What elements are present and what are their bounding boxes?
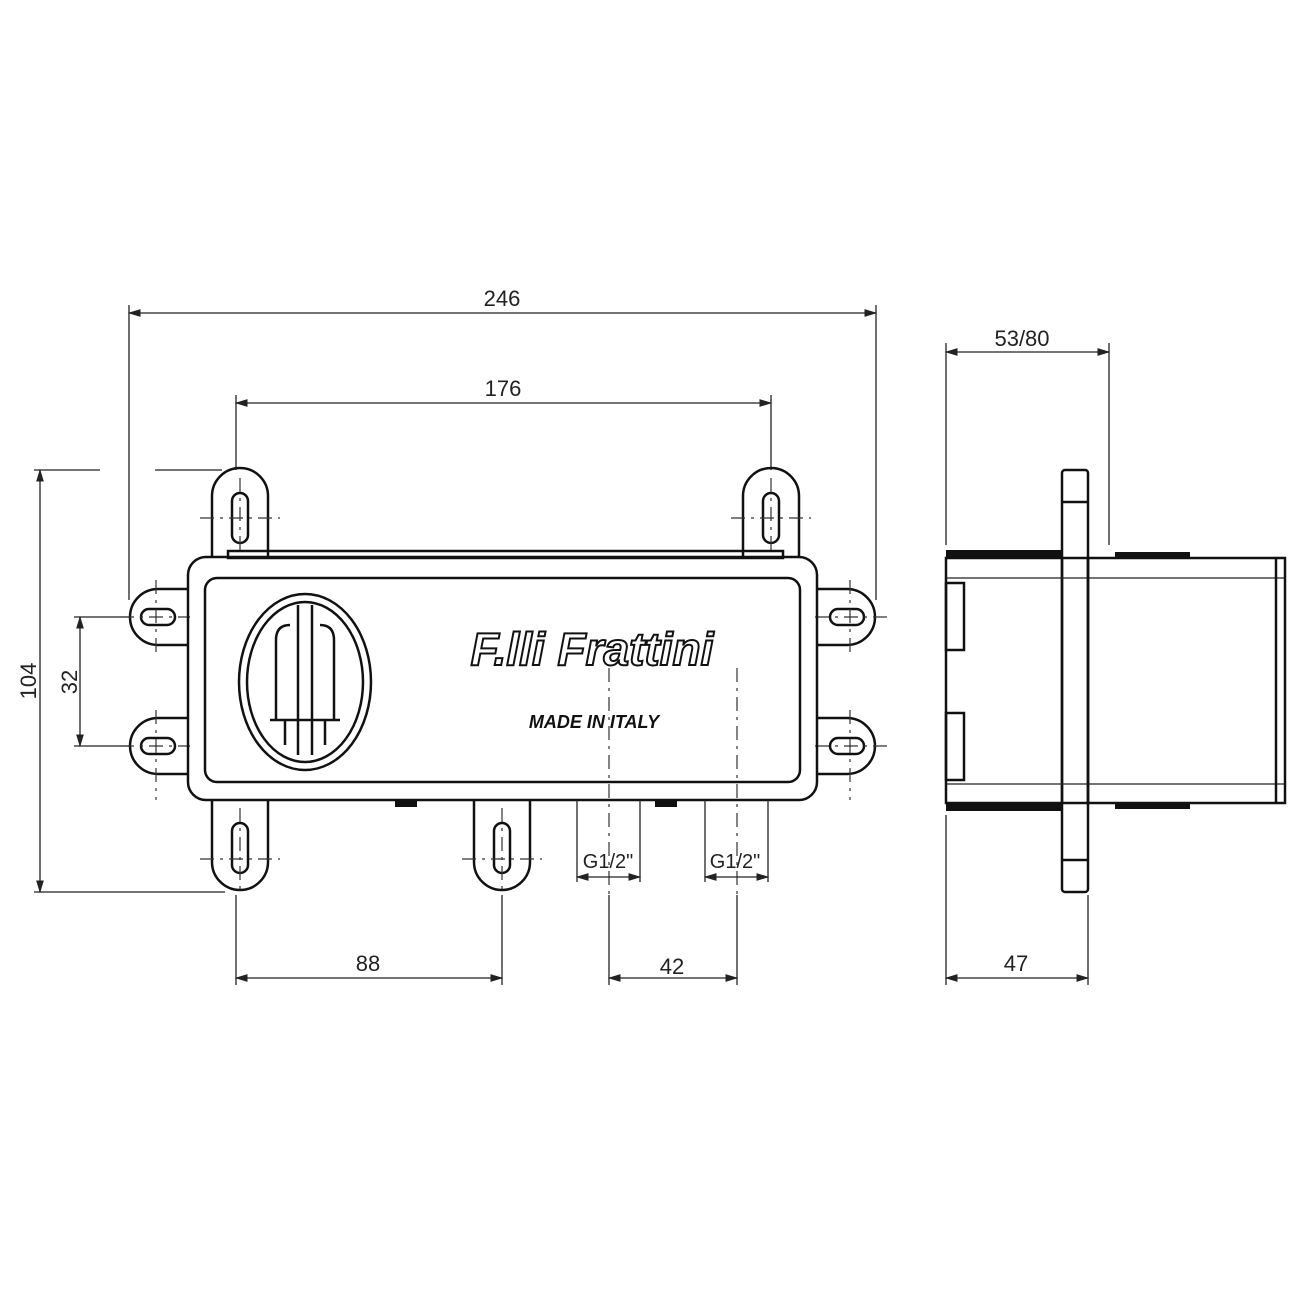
dimension-label: 32 bbox=[57, 670, 82, 694]
centre-lines bbox=[120, 478, 890, 900]
dimension-label: 88 bbox=[356, 951, 380, 976]
dimension-bottom-fixing-spacing: 88 bbox=[234, 895, 504, 985]
dimension-side-fixing-spacing: 32 bbox=[57, 615, 130, 748]
dimension-label: 176 bbox=[485, 376, 522, 401]
front-view: G1/2" G1/2" F.lli Frattini MADE IN ITALY bbox=[120, 466, 890, 900]
dimension-overall-height: 104 bbox=[16, 468, 225, 894]
mounting-flange bbox=[1060, 468, 1090, 894]
connection-label: G1/2" bbox=[710, 851, 760, 873]
brand-logo bbox=[237, 592, 373, 772]
dimension-overall-width: 246 bbox=[127, 286, 878, 600]
dimension-label: 53/80 bbox=[994, 326, 1049, 351]
dimension-fixing-width: 176 bbox=[234, 376, 773, 470]
rear-body bbox=[944, 556, 1090, 805]
side-view bbox=[944, 468, 1287, 894]
valve-front-plate bbox=[203, 576, 802, 784]
dimension-label: 42 bbox=[660, 954, 684, 979]
connection-label: G1/2" bbox=[583, 851, 633, 873]
front-cover-box bbox=[1086, 556, 1287, 805]
dimension-label: 246 bbox=[484, 286, 521, 311]
made-in-italy-label: MADE IN ITALY bbox=[529, 712, 661, 732]
connection-ports: G1/2" G1/2" bbox=[575, 800, 770, 882]
dimension-depth-range: 53/80 bbox=[944, 326, 1111, 545]
dimension-label: 104 bbox=[16, 663, 41, 700]
dimension-label: 47 bbox=[1004, 951, 1028, 976]
brand-name: F.lli Frattini bbox=[471, 623, 715, 675]
valve-body bbox=[186, 555, 819, 802]
dimension-connection-spacing: 42 bbox=[607, 895, 739, 985]
dimension-flange-depth: 47 bbox=[944, 815, 1090, 985]
fixing-ears bbox=[128, 466, 877, 892]
